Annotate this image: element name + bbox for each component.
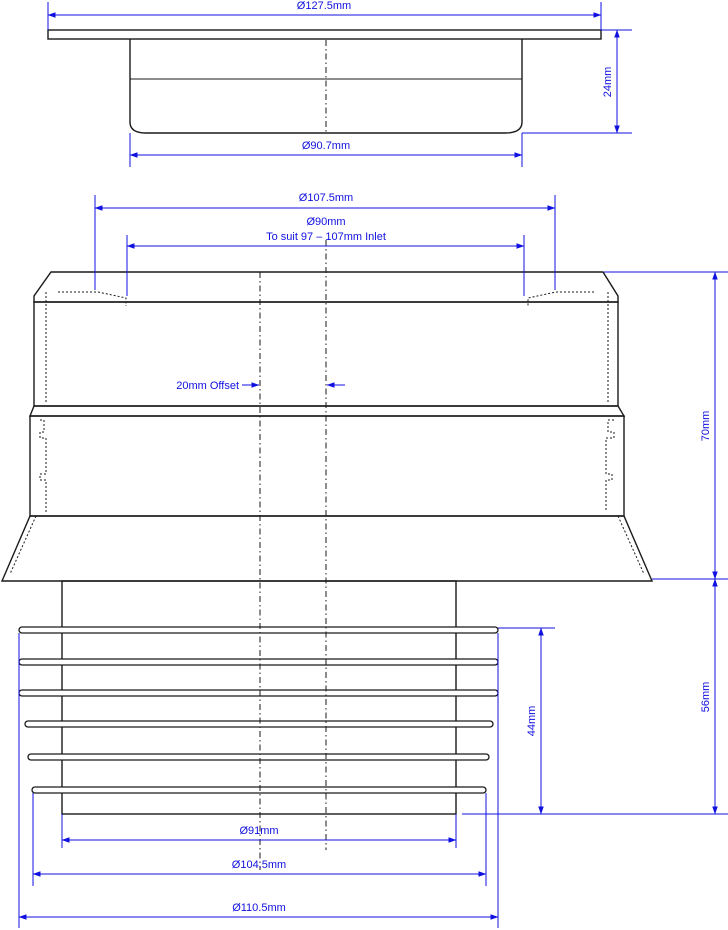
lower-body (29, 415, 625, 517)
seal-ring-3 (18, 689, 499, 697)
label-socket-outer: Ø107.5mm (299, 192, 353, 204)
tail-spigot (61, 580, 457, 815)
label-socket-note: To suit 97 – 107mm Inlet (266, 231, 386, 243)
label-body-height: 70mm (700, 411, 712, 442)
label-seal-height: 44mm (526, 706, 538, 737)
base-cone (0, 515, 654, 582)
dimension-labels: Ø127.5mm 24mm Ø90.7mm Ø107.5mm Ø90mm To … (176, 0, 712, 914)
top-adaptor (47, 29, 602, 134)
seal-ring-5 (27, 753, 490, 761)
main-connector (0, 240, 654, 870)
label-seal-outer-diameter: Ø110.5mm (232, 902, 286, 914)
label-flange-diameter: Ø127.5mm (297, 0, 351, 12)
label-offset: 20mm Offset (176, 380, 239, 392)
spigot-body (129, 39, 523, 134)
hidden-cone-left (9, 515, 37, 575)
seal-ring-2 (18, 658, 499, 666)
hidden-cone-right (617, 515, 645, 575)
label-socket-inner: Ø90mm (306, 216, 345, 228)
seal-ring-1 (18, 626, 499, 634)
hidden-lower-right (605, 419, 615, 512)
hidden-socket-left (58, 291, 127, 306)
flange-plate (47, 29, 602, 40)
label-flange-height: 24mm (602, 67, 614, 98)
label-tail-diameter: Ø91mm (239, 825, 278, 837)
hidden-lower-left (39, 419, 47, 512)
hidden-socket-right (527, 291, 594, 306)
seal-ring-6 (31, 786, 487, 794)
step-ring (28, 405, 626, 417)
seal-ring-4 (24, 720, 494, 728)
label-seal-inner-diameter: Ø104.5mm (232, 859, 286, 871)
label-tail-height: 56mm (700, 682, 712, 713)
dimension-lines (18, 2, 728, 928)
label-spigot-diameter: Ø90.7mm (302, 140, 350, 152)
